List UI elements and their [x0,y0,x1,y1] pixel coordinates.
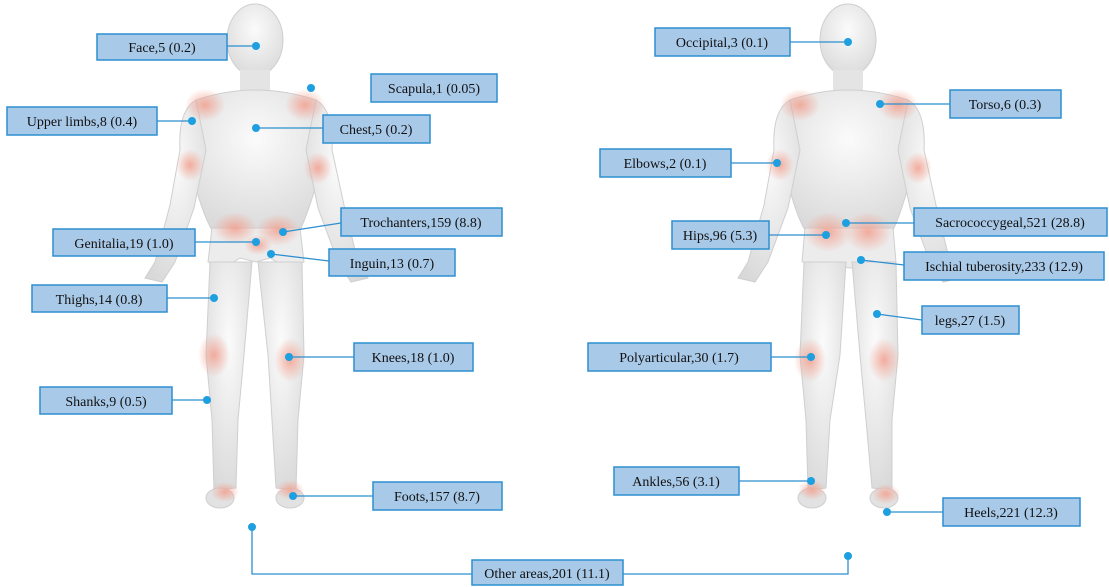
label-ischial-tuberosity-text: Ischial tuberosity,233 (12.9) [925,260,1083,275]
label-hips: Hips,96 (5.3) [672,221,769,249]
label-occipital-text: Occipital,3 (0.1) [676,36,768,51]
label-torso: Torso,6 (0.3) [950,90,1061,118]
label-face-text: Face,5 (0.2) [128,41,196,56]
label-chest-text: Chest,5 (0.2) [340,123,413,138]
label-trochanters-text: Trochanters,159 (8.8) [360,216,482,231]
marker-face [252,42,260,50]
marker-thighs [210,294,218,302]
marker-other-areas-back [844,552,852,560]
label-occipital: Occipital,3 (0.1) [655,28,790,56]
marker-hips [822,231,830,239]
label-inguin: Inguin,13 (0.7) [329,249,455,276]
marker-torso [876,100,884,108]
marker-elbows [773,159,781,167]
label-hips-text: Hips,96 (5.3) [683,229,758,244]
marker-foots [289,492,297,500]
label-elbows-text: Elbows,2 (0.1) [624,157,707,172]
label-upper-limbs-text: Upper limbs,8 (0.4) [27,115,138,130]
label-foots-text: Foots,157 (8.7) [394,490,480,505]
marker-polyarticular [807,353,815,361]
label-sacrococcygeal-text: Sacrococcygeal,521 (28.8) [935,216,1085,231]
marker-sacrococcygeal [842,219,850,227]
label-genitalia: Genitalia,19 (1.0) [53,229,195,256]
label-thighs-text: Thighs,14 (0.8) [56,293,143,308]
label-scapula: Scapula,1 (0.05) [371,74,497,102]
label-knees: Knees,18 (1.0) [354,343,473,371]
marker-chest [252,124,260,132]
label-heels-text: Heels,221 (12.3) [964,506,1058,521]
marker-shanks [203,396,211,404]
marker-occipital [844,38,852,46]
label-scapula-text: Scapula,1 (0.05) [388,82,480,97]
label-upper-limbs: Upper limbs,8 (0.4) [7,107,157,135]
label-shanks: Shanks,9 (0.5) [40,387,172,414]
label-legs: legs,27 (1.5) [922,306,1019,334]
label-heels: Heels,221 (12.3) [943,498,1080,526]
label-foots: Foots,157 (8.7) [373,482,502,510]
label-other-areas-text: Other areas,201 (11.1) [484,567,610,582]
marker-ankles [807,477,815,485]
marker-other-areas-front [248,523,256,531]
label-thighs: Thighs,14 (0.8) [32,285,167,312]
label-torso-text: Torso,6 (0.3) [969,98,1042,113]
label-elbows: Elbows,2 (0.1) [600,149,731,177]
label-other-areas: Other areas,201 (11.1) [472,560,623,585]
label-ischial-tuberosity: Ischial tuberosity,233 (12.9) [904,252,1104,280]
marker-heels [883,508,891,516]
label-shanks-text: Shanks,9 (0.5) [65,395,147,410]
label-ankles-text: Ankles,56 (3.1) [632,475,720,490]
label-polyarticular: Polyarticular,30 (1.7) [588,343,771,371]
marker-scapula [307,84,315,92]
marker-knees [285,353,293,361]
label-inguin-text: Inguin,13 (0.7) [350,257,435,272]
marker-inguin [267,250,275,258]
label-face: Face,5 (0.2) [97,34,227,60]
marker-upper-limbs [188,117,196,125]
label-knees-text: Knees,18 (1.0) [372,351,455,366]
label-chest: Chest,5 (0.2) [323,115,430,143]
marker-trochanters [279,228,287,236]
label-ankles: Ankles,56 (3.1) [614,467,739,495]
marker-legs [873,310,881,318]
label-polyarticular-text: Polyarticular,30 (1.7) [619,351,739,366]
marker-genitalia [252,238,260,246]
label-trochanters: Trochanters,159 (8.8) [341,208,502,236]
label-genitalia-text: Genitalia,19 (1.0) [74,237,173,252]
label-sacrococcygeal: Sacrococcygeal,521 (28.8) [914,208,1107,236]
marker-ischial-tuberosity [857,256,865,264]
label-legs-text: legs,27 (1.5) [935,314,1006,329]
